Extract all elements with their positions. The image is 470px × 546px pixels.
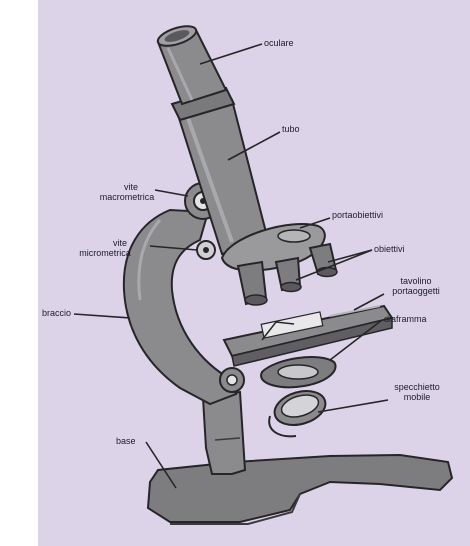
label-base: base bbox=[116, 436, 136, 446]
label-tavolino-portaoggetti: tavolino portaoggetti bbox=[384, 276, 448, 296]
label-vite-macrometrica-line1: vite bbox=[106, 182, 156, 192]
label-vite-macrometrica-line2: macrometrica bbox=[98, 192, 156, 202]
label-tavolino-line1: tavolino bbox=[384, 276, 448, 286]
label-obiettivi: obiettivi bbox=[374, 244, 405, 254]
label-braccio: braccio bbox=[42, 308, 71, 318]
label-specchietto-mobile: specchietto mobile bbox=[388, 382, 446, 402]
label-specchietto-line2: mobile bbox=[388, 392, 446, 402]
label-vite-macrometrica: vite macrometrica bbox=[106, 182, 156, 202]
label-oculare: oculare bbox=[264, 38, 294, 48]
label-portaobiettivi: portaobiettivi bbox=[332, 210, 383, 220]
label-specchietto-line1: specchietto bbox=[388, 382, 446, 392]
label-tubo: tubo bbox=[282, 124, 300, 134]
label-tavolino-line2: portaoggetti bbox=[384, 286, 448, 296]
label-vite-micrometrica-line1: vite bbox=[92, 238, 148, 248]
label-vite-micrometrica: vite micrometrica bbox=[92, 238, 148, 258]
label-vite-micrometrica-line2: micrometrica bbox=[62, 248, 148, 258]
label-diaframma: diaframma bbox=[384, 314, 427, 324]
